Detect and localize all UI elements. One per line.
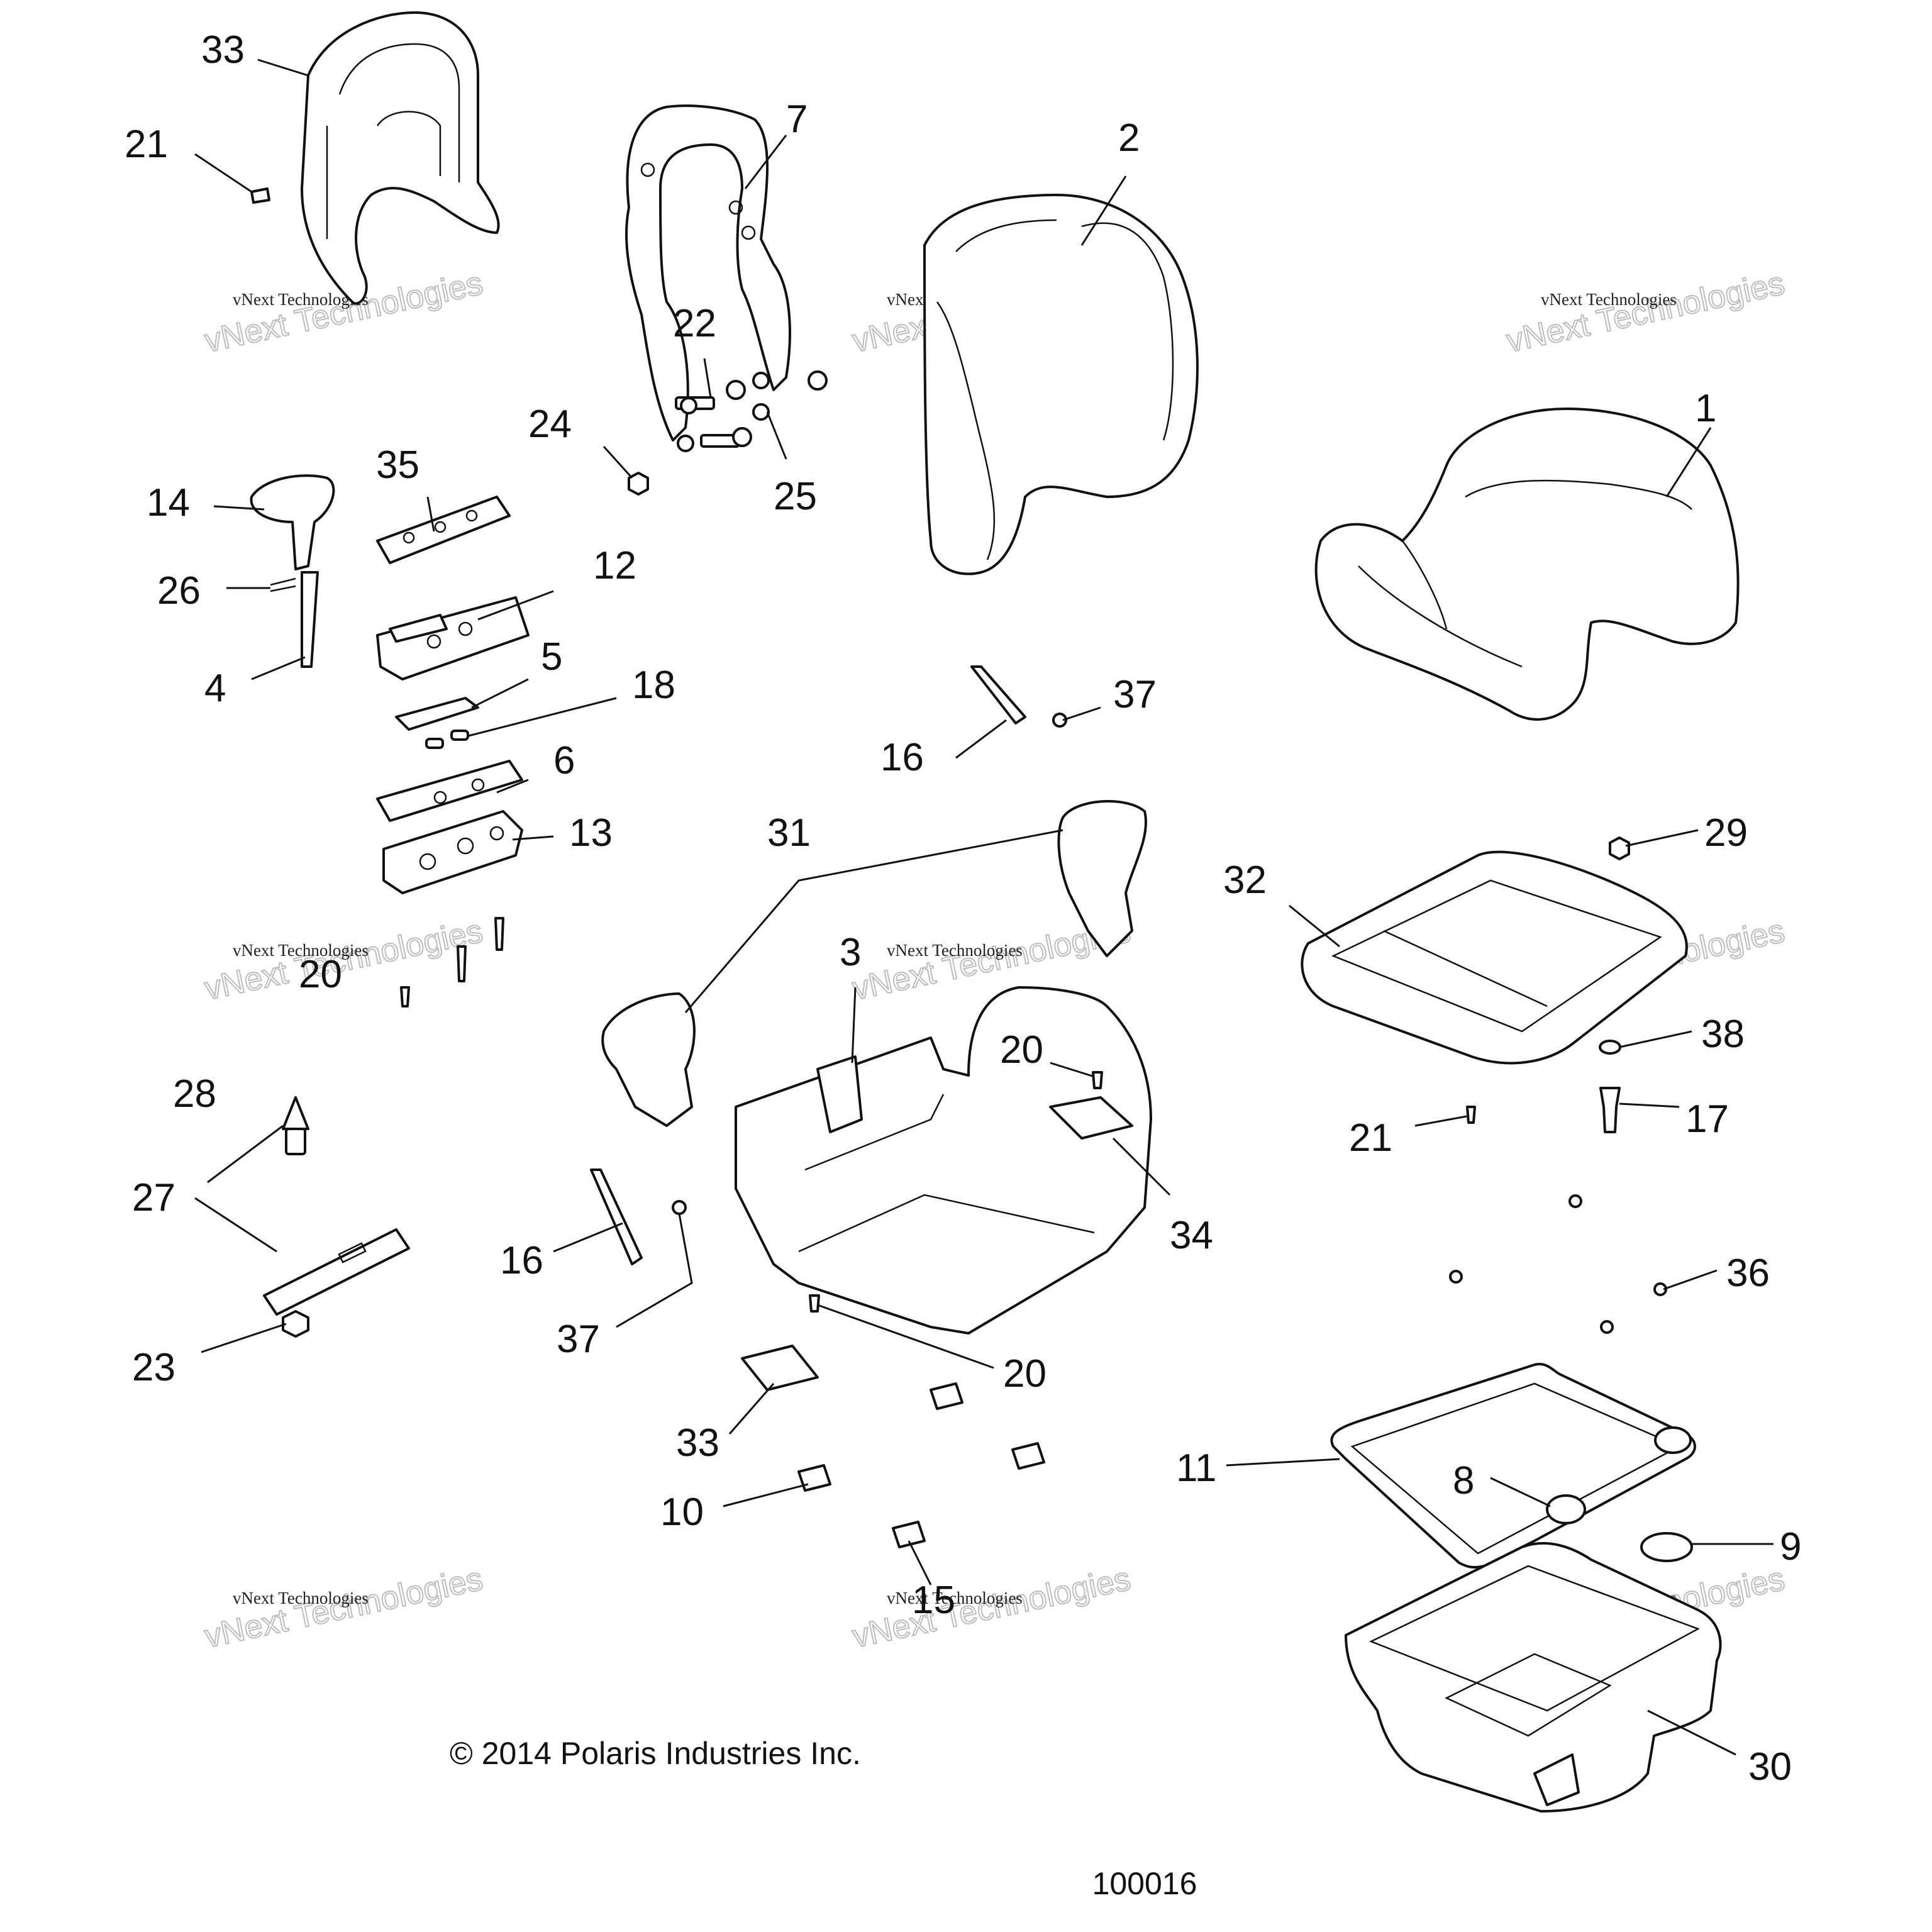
part-3-seat-frame [735, 986, 1152, 1335]
part-22-bolts [675, 396, 740, 452]
callout-12: 12 [593, 544, 636, 587]
watermark-small: vNext Technologies [887, 1589, 1023, 1607]
part-24-nut [628, 472, 649, 496]
part-27-bracket [263, 1228, 410, 1316]
callout-7: 7 [786, 97, 808, 141]
callout-18: 18 [632, 663, 675, 707]
part-11-gasket [1330, 1363, 1696, 1569]
callout-17: 17 [1685, 1097, 1729, 1141]
part-6-plate [376, 760, 523, 822]
part-33-cover [741, 1096, 1133, 1391]
callout-1: 1 [1695, 387, 1716, 430]
copyright-notice: © 2014 Polaris Industries Inc. [450, 1736, 861, 1771]
callout-34: 33 [201, 28, 245, 72]
part-14-release-handle [250, 474, 335, 570]
callout-16: 16 [880, 736, 924, 779]
part-21-pin [1466, 1106, 1476, 1124]
part-4-strap [301, 571, 319, 668]
callout-25: 25 [774, 475, 817, 518]
callout-14: 14 [147, 481, 190, 525]
callout-15: 15 [912, 1579, 955, 1622]
callout-37: 37 [557, 1318, 600, 1361]
watermark-large: vNext Technologies [1503, 265, 1787, 359]
callout-20: 20 [1003, 1352, 1046, 1396]
callout-5: 5 [541, 635, 562, 679]
callout-23: 23 [132, 1346, 175, 1389]
part-17-stud [1599, 1087, 1621, 1133]
part-31-hinge-bracket [601, 800, 1147, 1127]
callout-35: 35 [376, 443, 419, 487]
watermark-large: vNext Technologies [201, 1560, 486, 1655]
part-1-seat-cushion [1314, 408, 1740, 721]
leader-lines [194, 58, 1774, 1756]
callout-33: 33 [676, 1421, 719, 1465]
part-29-nut [1609, 836, 1630, 860]
callout-numbers: 33 21 7 2 1 22 24 25 35 14 26 12 4 5 18 … [125, 28, 1801, 1789]
callout-2: 2 [1118, 116, 1140, 160]
watermark-small: vNext Technologies [1541, 290, 1677, 309]
part-7-backrest-frame [625, 104, 791, 441]
callout-29: 29 [1704, 811, 1748, 855]
part-26-clips [270, 577, 296, 592]
callout-27: 27 [132, 1176, 175, 1219]
callout-28: 28 [173, 1072, 216, 1116]
callout-38: 38 [1701, 1013, 1745, 1056]
watermark-large: vNext Technologies [201, 913, 486, 1007]
part-10-clip-nut [797, 1382, 1045, 1492]
callout-22: 22 [673, 302, 716, 345]
callout-9: 9 [1780, 1525, 1801, 1568]
callout-37: 37 [1113, 673, 1157, 716]
callout-16: 16 [500, 1239, 543, 1282]
part-9-plug [1640, 1532, 1693, 1562]
callout-32: 32 [1223, 858, 1267, 902]
part-38-washer [1599, 1040, 1621, 1055]
part-32-seat-pan [1301, 850, 1688, 1065]
part-35-plate [376, 496, 511, 564]
callout-24: 24 [528, 402, 572, 446]
part-19-screws [400, 917, 504, 1008]
part-36-push-pins [1449, 1194, 1667, 1334]
callout-11: 11 [1176, 1446, 1216, 1490]
part-20-screw [809, 1071, 1103, 1313]
part-12-latch-housing [376, 596, 530, 680]
callout-4: 4 [204, 667, 226, 710]
part-25-washers-nuts [726, 370, 828, 447]
watermark-small: vNext Technologies [233, 1589, 369, 1607]
callout-10: 10 [660, 1491, 704, 1534]
callout-20: 20 [1000, 1028, 1043, 1072]
callout-21: 21 [125, 123, 168, 166]
watermark-small: vNext Technologies [887, 941, 1023, 960]
part-28-stud [282, 1096, 309, 1155]
callout-3: 3 [840, 931, 861, 974]
callout-31: 31 [767, 811, 811, 855]
watermark-large: vNext Technologies [849, 1560, 1133, 1655]
callout-13: 13 [569, 811, 613, 855]
figure-number: 100016 [1092, 1866, 1197, 1901]
watermark-small: vNext Technologies [233, 941, 369, 960]
callout-8: 8 [1453, 1459, 1474, 1502]
callout-19: 20 [299, 953, 342, 996]
part-16-strap [590, 665, 1026, 1265]
part-23-nut [282, 1310, 309, 1338]
callout-26: 26 [157, 569, 201, 613]
part-30-storage-box [1345, 1541, 1722, 1813]
callout-30: 30 [1748, 1745, 1792, 1789]
callout-36: 36 [1726, 1252, 1770, 1295]
callout-33: 34 [1170, 1214, 1213, 1257]
part-5-latch [395, 697, 479, 731]
part-34-headrest-cover [301, 11, 500, 305]
part-18-springs [425, 730, 469, 749]
callout-21: 21 [1349, 1116, 1392, 1160]
part-13-latch-base [382, 810, 523, 894]
part-8-grommet [1546, 1426, 1692, 1524]
part-2-backrest-cushion [923, 194, 1199, 575]
callout-6: 6 [553, 739, 575, 782]
part-21-pin [250, 187, 270, 204]
part-15-clip-nut [892, 1521, 926, 1548]
